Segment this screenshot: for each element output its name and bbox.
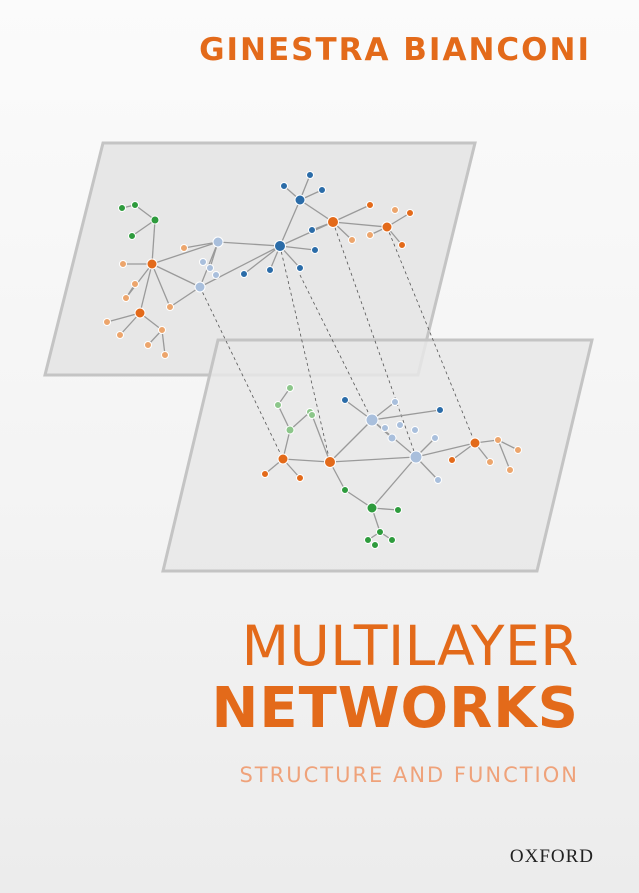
bottom-layer-plane (161, 338, 594, 573)
publisher-logo: OXFORD (509, 846, 594, 867)
interlayer-links (199, 221, 476, 463)
title-line-1: MULTILAYER (241, 614, 579, 678)
bottom-layer-nodes (261, 384, 522, 549)
subtitle: STRUCTURE AND FUNCTION (239, 763, 579, 787)
title-line-2: NETWORKS (211, 676, 579, 741)
top-layer-nodes (103, 171, 414, 359)
author-name: GINESTRA BIANCONI (199, 32, 591, 68)
